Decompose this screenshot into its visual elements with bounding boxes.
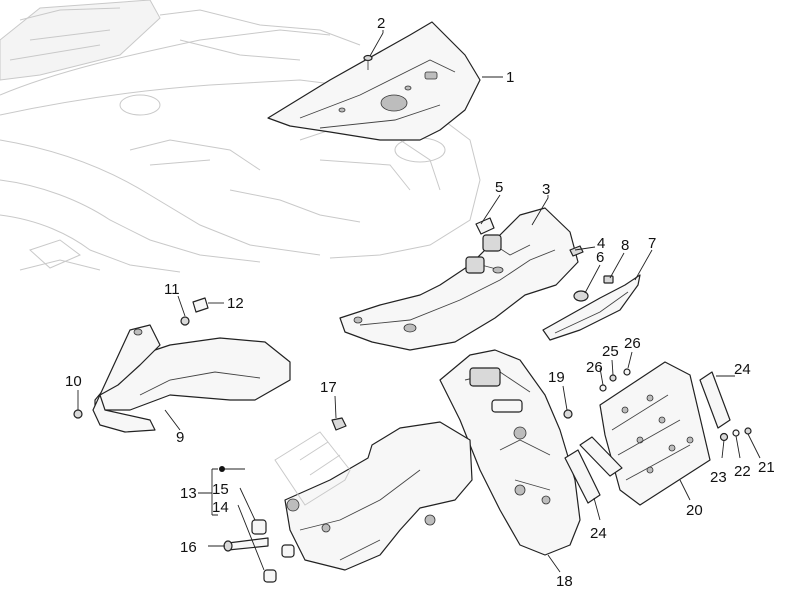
callout-10: 10 xyxy=(65,373,82,390)
part-2-screw xyxy=(363,54,373,70)
part-5-clip xyxy=(475,217,495,235)
callout-15: 15 xyxy=(212,481,229,498)
callout-17: 17 xyxy=(320,379,337,396)
callout-5: 5 xyxy=(495,179,503,196)
callout-26-right: 26 xyxy=(624,335,641,352)
callout-labels: 1 2 3 4 5 6 7 8 9 10 11 12 13 14 15 16 1… xyxy=(65,15,775,590)
part-21-screw xyxy=(744,427,752,435)
part-16-bolt xyxy=(223,537,269,552)
callout-22: 22 xyxy=(734,463,751,480)
callout-26-left: 26 xyxy=(586,359,603,376)
part-26-washer xyxy=(599,368,631,392)
callout-1: 1 xyxy=(506,69,514,86)
callout-9: 9 xyxy=(176,429,184,446)
callout-18: 18 xyxy=(556,573,573,590)
callout-7: 7 xyxy=(648,235,656,252)
part-11-screw xyxy=(180,316,190,326)
part-4-screw xyxy=(569,245,584,257)
callout-4: 4 xyxy=(597,235,605,252)
callout-13-anchor-dot xyxy=(219,466,225,472)
part-12-clip xyxy=(192,297,209,313)
callout-11: 11 xyxy=(164,281,180,298)
part-7-reflector xyxy=(542,274,641,341)
part-3-rear-bracket xyxy=(339,207,579,351)
part-6-grommet xyxy=(573,290,589,302)
part-13-mounting-arm xyxy=(274,421,473,571)
callout-24-right: 24 xyxy=(734,361,751,378)
callout-16: 16 xyxy=(180,539,197,556)
part-10-screw xyxy=(73,409,83,419)
callout-6: 6 xyxy=(596,249,604,266)
callout-21: 21 xyxy=(758,459,775,476)
part-20-plate-bracket xyxy=(599,361,711,506)
part-15-spacer xyxy=(251,519,267,535)
part-24-reflector-right xyxy=(699,371,731,429)
callout-8: 8 xyxy=(621,237,629,254)
callout-25: 25 xyxy=(602,343,619,360)
part-25-nut xyxy=(609,374,617,382)
callout-23: 23 xyxy=(710,469,727,486)
part-18-license-plate-holder xyxy=(439,349,581,556)
callout-24-left: 24 xyxy=(590,525,607,542)
part-23-nut xyxy=(719,432,729,442)
callout-14: 14 xyxy=(212,499,229,516)
part-19-screw xyxy=(563,409,573,419)
part-8-nut xyxy=(603,275,614,284)
part-14-spacer xyxy=(263,544,295,583)
callout-3: 3 xyxy=(542,181,550,198)
callout-2: 2 xyxy=(377,15,385,32)
callout-20: 20 xyxy=(686,502,703,519)
leader-lines xyxy=(77,30,761,573)
callout-19: 19 xyxy=(548,369,565,386)
part-1-rear-top-cover xyxy=(267,21,481,141)
callout-13: 13 xyxy=(180,485,197,502)
part-9-rear-mudguard xyxy=(92,324,291,433)
scooter-body-outline xyxy=(0,0,481,273)
callout-12: 12 xyxy=(227,295,244,312)
part-17-nut xyxy=(331,417,347,431)
part-24-reflector-left xyxy=(564,436,623,504)
part-22-washer xyxy=(732,429,740,437)
